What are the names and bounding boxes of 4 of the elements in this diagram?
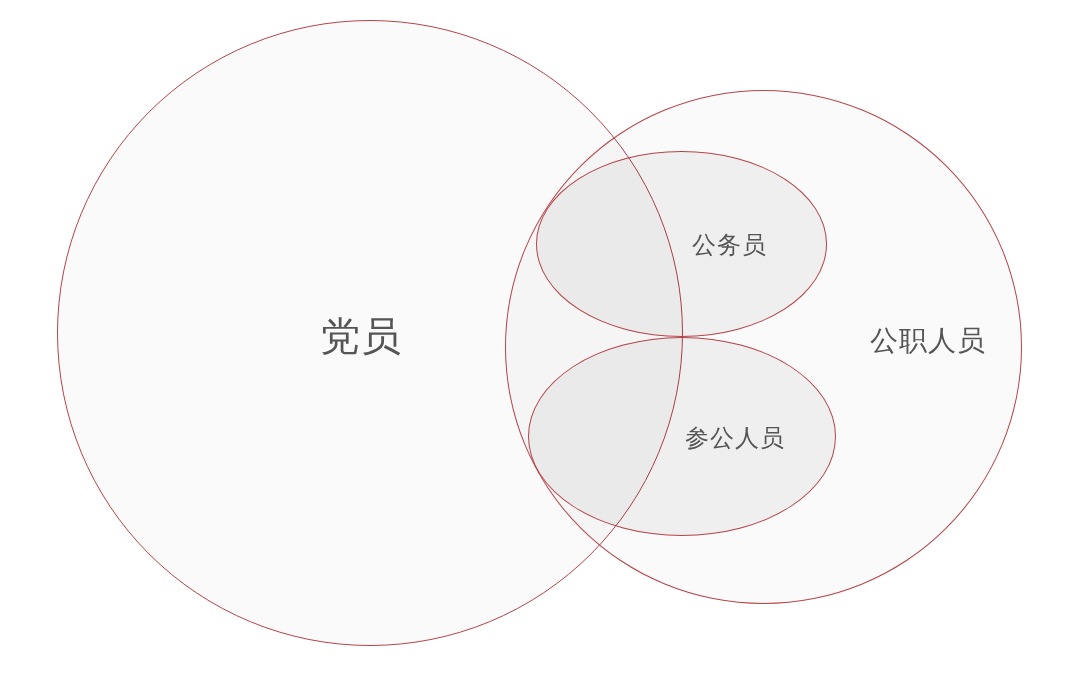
set-label: 公务员 (691, 230, 767, 261)
set-label: 党员 (320, 311, 402, 361)
set-label: 参公人员 (685, 423, 785, 454)
set-label: 公职人员 (870, 323, 986, 359)
